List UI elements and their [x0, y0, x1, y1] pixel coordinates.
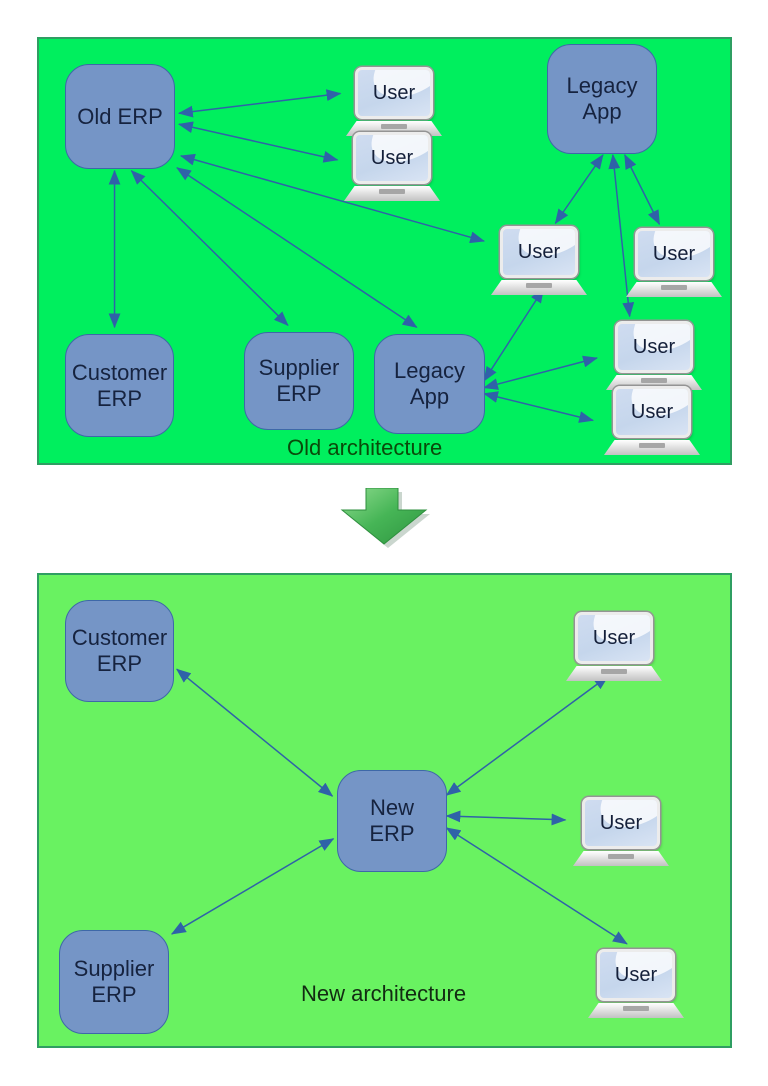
old-arrows-layer	[108, 89, 661, 423]
user-label: User	[614, 963, 658, 986]
user-label: User	[630, 400, 674, 423]
node-supplier-erp-old: Supplier ERP	[244, 332, 354, 430]
laptop-base-icon	[626, 282, 722, 297]
user-laptop: User	[588, 949, 684, 1018]
node-label: Supplier ERP	[73, 956, 155, 1007]
laptop-screen-icon: User	[575, 612, 653, 664]
user-laptop: User	[573, 797, 669, 866]
arrow-olderp-user2	[177, 121, 339, 163]
arrow-newerp-customererp	[175, 668, 334, 797]
user-laptop: User	[604, 386, 700, 455]
user-label: User	[599, 811, 643, 834]
node-label: Customer ERP	[71, 359, 168, 411]
user-laptop: User	[344, 132, 440, 201]
user-label: User	[632, 335, 676, 358]
laptop-screen-icon: User	[582, 797, 660, 849]
laptop-screen-icon: User	[500, 226, 578, 278]
laptop-base-icon	[491, 280, 587, 295]
transition-down-arrow-icon	[340, 488, 430, 548]
arrow-olderp-usermid	[179, 153, 486, 244]
arrow-olderp-user1	[177, 89, 342, 118]
node-customer-erp-new: Customer ERP	[65, 600, 174, 702]
user-label: User	[592, 626, 636, 649]
arrow-legacytop-user5	[608, 153, 635, 318]
laptop-screen-icon: User	[635, 228, 713, 280]
old-architecture-caption: Old architecture	[287, 435, 443, 460]
user-laptop: User	[606, 321, 702, 390]
user-laptop: User	[626, 228, 722, 297]
node-legacy-app-top: Legacy App	[547, 44, 657, 154]
node-label: Customer ERP	[71, 625, 168, 676]
arrow-legacytop-userright	[624, 154, 661, 226]
user-label: User	[372, 81, 416, 104]
node-label: Legacy App	[566, 73, 638, 124]
user-laptop: User	[566, 612, 662, 681]
user-label: User	[370, 146, 414, 169]
node-label: Supplier ERP	[258, 355, 340, 406]
laptop-base-icon	[573, 851, 669, 866]
laptop-screen-icon: User	[353, 132, 431, 184]
laptop-screen-icon: User	[613, 386, 691, 438]
new-arrows-layer	[170, 668, 628, 945]
node-label: New ERP	[369, 795, 415, 846]
node-label: Legacy App	[394, 358, 465, 409]
arrow-legacybottom-user6	[483, 391, 594, 423]
arrow-legacybottom-user5	[483, 355, 598, 390]
node-new-erp: New ERP	[337, 770, 447, 872]
laptop-base-icon	[344, 186, 440, 201]
arrow-legacybottom-usermid	[483, 287, 545, 382]
new-architecture-panel: Customer ERP New ERP Supplier ERP User U…	[37, 573, 732, 1048]
arrow-newerp-suppliererp	[170, 838, 335, 935]
user-label: User	[517, 240, 561, 263]
node-label: Old ERP	[77, 103, 163, 129]
node-supplier-erp-new: Supplier ERP	[59, 930, 169, 1034]
arrow-newerp-user2	[445, 810, 567, 826]
arrow-legacytop-usermid	[554, 154, 604, 225]
laptop-base-icon	[604, 440, 700, 455]
new-architecture-caption: New architecture	[301, 981, 467, 1006]
laptop-screen-icon: User	[615, 321, 693, 373]
node-legacy-app-bottom: Legacy App	[374, 334, 485, 434]
user-label: User	[652, 242, 696, 265]
arrow-newerp-user1	[445, 675, 609, 796]
laptop-screen-icon: User	[597, 949, 675, 1001]
node-old-erp: Old ERP	[65, 64, 175, 169]
user-laptop: User	[346, 67, 442, 136]
old-architecture-panel: Old ERP Legacy App Customer ERP Supplier…	[37, 37, 732, 465]
laptop-screen-icon: User	[355, 67, 433, 119]
laptop-base-icon	[588, 1003, 684, 1018]
user-laptop: User	[491, 226, 587, 295]
arrow-newerp-user3	[445, 827, 628, 945]
arrow-olderp-suppliererp	[130, 170, 289, 326]
node-customer-erp-old: Customer ERP	[65, 334, 174, 437]
laptop-base-icon	[566, 666, 662, 681]
